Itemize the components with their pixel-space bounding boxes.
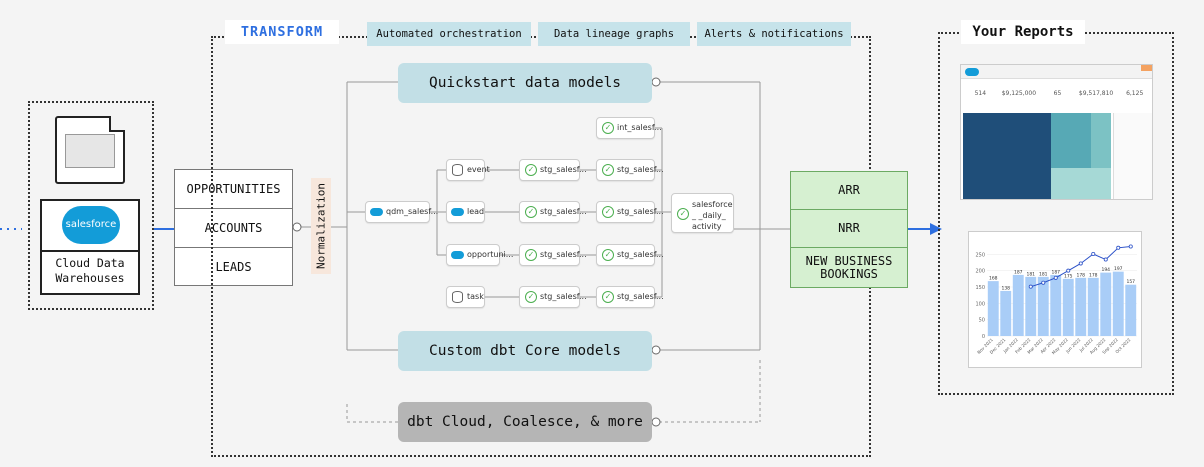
data-label: 187 [1051, 269, 1060, 275]
line-point [1091, 252, 1096, 257]
dag-node-staging: ✓stg_salesf... [519, 159, 587, 181]
metric-nrr: NRR [791, 210, 907, 248]
bar [1087, 277, 1099, 336]
dag-node-staging: ✓stg_salesf... [519, 244, 587, 266]
line-point [1053, 275, 1058, 280]
line-point [1078, 261, 1083, 266]
reports-title: Your Reports [961, 20, 1085, 44]
salesforce-logo [965, 68, 979, 76]
bar [1012, 274, 1024, 336]
dag-node-source: event [446, 159, 490, 181]
bar [1025, 276, 1037, 336]
dag-node-staging: ✓stg_salesf... [596, 159, 664, 181]
dash-stat: $9,517,810 [1078, 90, 1114, 97]
data-source-container [28, 101, 154, 310]
data-label: 181 [1039, 271, 1048, 277]
data-label: 168 [989, 276, 998, 282]
dash-stat: 514 [974, 90, 987, 97]
data-label: 181 [1026, 271, 1035, 277]
y-tick-label: 100 [975, 301, 985, 307]
bar [1075, 277, 1087, 336]
dag-node-staging: ✓stg_salesf... [519, 201, 587, 223]
bar [1000, 290, 1012, 336]
data-label: 178 [1089, 272, 1098, 278]
dag-node-output: ✓salesforce_ _daily_ activity [671, 193, 734, 233]
y-tick-label: 200 [975, 269, 985, 275]
metrics-table: ARR NRR NEW BUSINESS BOOKINGS [790, 171, 908, 288]
bar [1100, 272, 1112, 336]
bar [1037, 276, 1049, 336]
dash-stat: 6,125 [1126, 90, 1144, 97]
transform-title: TRANSFORM [225, 20, 339, 44]
pill-lineage: Data lineage graphs [538, 22, 690, 46]
line-point [1028, 284, 1033, 289]
bar [1125, 284, 1137, 336]
dag-node-staging: ✓stg_salesf... [519, 286, 587, 308]
y-tick-label: 250 [975, 252, 985, 258]
dag-node-root: qdm_salesf... [365, 201, 438, 223]
dag-node-staging: ✓stg_salesf... [596, 201, 664, 223]
dag-node-source: opportuni... [446, 244, 513, 266]
line-point [1128, 244, 1133, 249]
normalization-label: Normalization [311, 178, 331, 274]
dash-stat: $9,125,000 [1001, 90, 1037, 97]
salesforce-source-card: salesforce Cloud Data Warehouses [40, 199, 140, 295]
warehouse-label: Cloud Data Warehouses [55, 256, 125, 285]
bar [1112, 271, 1124, 336]
metric-arr: ARR [791, 172, 907, 210]
line-point [1116, 245, 1121, 250]
dag-node-staging: ✓stg_salesf... [596, 286, 664, 308]
custom-models-bar: Custom dbt Core models [398, 331, 652, 371]
data-label: 157 [1126, 279, 1135, 285]
y-tick-label: 150 [975, 285, 985, 291]
file-icon [55, 116, 125, 184]
bar [1062, 278, 1074, 336]
line-point [1066, 268, 1071, 273]
dag-node-staging: ✓stg_salesf... [596, 244, 664, 266]
data-label: 197 [1114, 266, 1123, 272]
dash-stat: 65 [1053, 90, 1062, 97]
quickstart-models-bar: Quickstart data models [398, 63, 652, 103]
y-tick-label: 0 [982, 334, 985, 340]
data-label: 175 [1064, 273, 1073, 279]
line-point [1041, 280, 1046, 285]
dag-node-int: ✓int_salesf... [596, 117, 662, 139]
bar [987, 281, 999, 336]
dag-node-source: task [446, 286, 485, 308]
pill-orchestration: Automated orchestration [367, 22, 531, 46]
dag-node-source: lead [446, 201, 485, 223]
object-row: ACCOUNTS [175, 209, 292, 248]
metric-bookings: NEW BUSINESS BOOKINGS [805, 253, 893, 281]
data-label: 194 [1101, 267, 1110, 273]
line-point [1103, 257, 1108, 262]
salesforce-logo: salesforce [62, 206, 120, 244]
salesforce-objects-table: OPPORTUNITIES ACCOUNTS LEADS [174, 169, 293, 286]
data-label: 178 [1076, 272, 1085, 278]
data-label: 187 [1014, 269, 1023, 275]
object-row: LEADS [215, 260, 252, 274]
other-tools-bar: dbt Cloud, Coalesce, & more [398, 402, 652, 442]
object-row: OPPORTUNITIES [175, 170, 292, 209]
bar [1050, 274, 1062, 336]
y-tick-label: 50 [979, 318, 985, 324]
data-label: 138 [1001, 285, 1010, 291]
pill-alerts: Alerts & notifications [697, 22, 851, 46]
dashboard-thumbnail: 514 $9,125,000 65 $9,517,810 6,125 [960, 64, 1153, 200]
